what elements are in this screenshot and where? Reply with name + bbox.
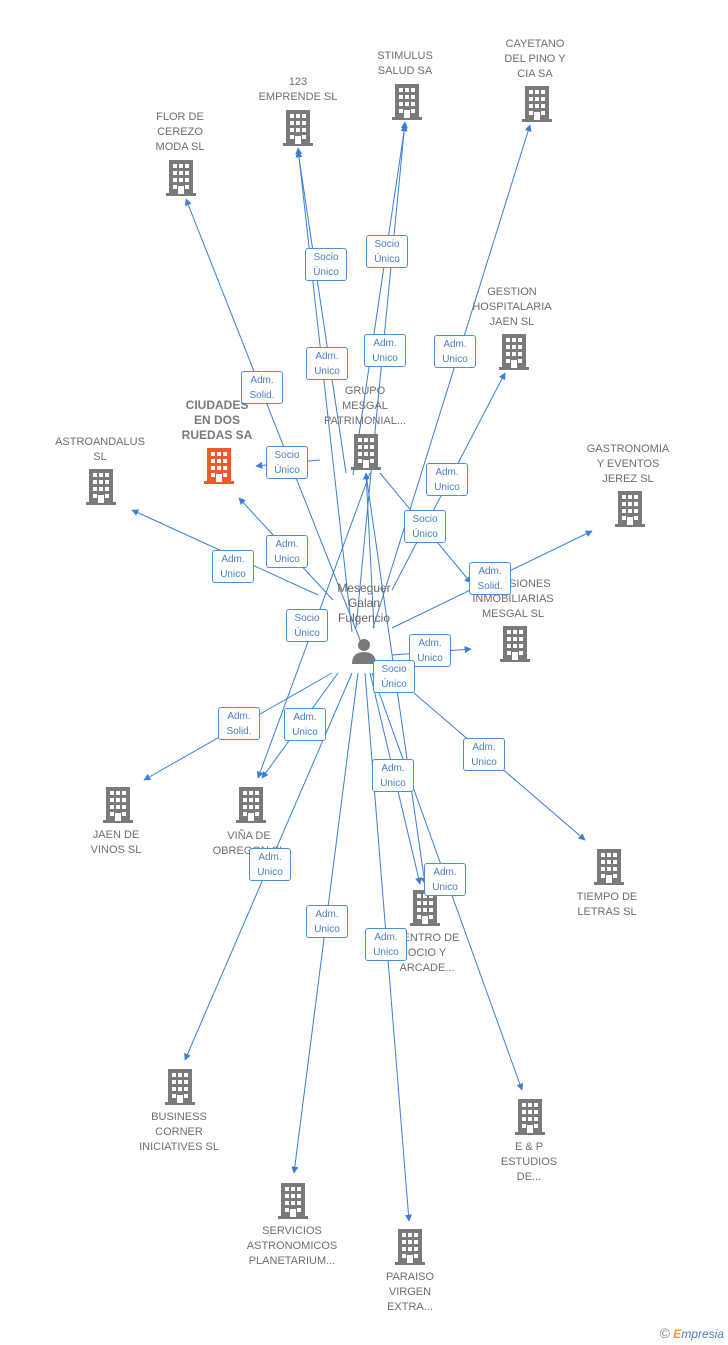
relationship-badge[interactable]: Adm. Unico: [434, 335, 476, 368]
company-label[interactable]: FLOR DE CEREZO MODA SL: [155, 111, 205, 153]
company-label[interactable]: SERVICIOS ASTRONOMICOS PLANETARIUM...: [246, 1225, 338, 1267]
relationship-badge[interactable]: Adm. Unico: [249, 848, 291, 881]
company-label[interactable]: CIUDADES EN DOS RUEDAS SA: [181, 398, 253, 442]
relationship-badge[interactable]: Adm. Unico: [372, 759, 414, 792]
edge-line: [372, 124, 532, 629]
node-icons: [86, 84, 645, 1265]
building-icon[interactable]: [351, 434, 381, 470]
relationship-badge[interactable]: Adm. Solid.: [218, 707, 260, 740]
company-node-emprende[interactable]: 123 EMPRENDE SL: [238, 75, 358, 105]
company-node-grupo[interactable]: GRUPO MESGAL PATRIMONIAL...: [305, 384, 425, 429]
relationship-badge[interactable]: Socio Único: [366, 235, 408, 268]
company-label[interactable]: E & P ESTUDIOS DE...: [500, 1141, 558, 1183]
company-label[interactable]: TIEMPO DE LETRAS SL: [576, 891, 638, 918]
building-icon[interactable]: [278, 1183, 308, 1219]
company-node-stimulus[interactable]: STIMULUS SALUD SA: [345, 49, 465, 79]
relationship-badge[interactable]: Adm. Unico: [409, 634, 451, 667]
company-label[interactable]: BUSINESS CORNER INICIATIVES SL: [139, 1111, 219, 1153]
company-label[interactable]: JAEN DE VINOS SL: [90, 829, 142, 856]
relationship-badge[interactable]: Socio Único: [404, 510, 446, 543]
relationship-badge[interactable]: Adm. Unico: [364, 334, 406, 367]
company-node-tiempo[interactable]: TIEMPO DE LETRAS SL: [547, 890, 667, 920]
company-label[interactable]: 123 EMPRENDE SL: [258, 76, 338, 103]
company-node-gastronomia[interactable]: GASTRONOMIA Y EVENTOS JEREZ SL: [568, 442, 688, 487]
relationship-badge[interactable]: Socio Único: [305, 248, 347, 281]
edge-line: [362, 472, 375, 629]
building-icon[interactable]: [165, 1069, 195, 1105]
brand-logo-initial: E: [673, 1327, 682, 1341]
relationship-badge[interactable]: Adm. Unico: [284, 708, 326, 741]
company-label[interactable]: GASTRONOMIA Y EVENTOS JEREZ SL: [586, 443, 670, 485]
relationship-badge[interactable]: Adm. Unico: [306, 905, 348, 938]
building-icon[interactable]: [499, 334, 529, 370]
relationship-badge[interactable]: Adm. Unico: [424, 863, 466, 896]
footer-brand[interactable]: © Empresia: [660, 1325, 724, 1341]
company-node-gestion[interactable]: GESTION HOSPITALARIA JAEN SL: [452, 285, 572, 330]
relationship-badge[interactable]: Adm. Unico: [365, 928, 407, 961]
building-icon[interactable]: [103, 787, 133, 823]
building-icon[interactable]: [204, 448, 234, 484]
company-label[interactable]: CAYETANO DEL PINO Y CIA SA: [504, 38, 566, 80]
company-node-astroandalus[interactable]: ASTROANDALUS SL: [40, 435, 160, 465]
relationship-badge[interactable]: Adm. Unico: [306, 347, 348, 380]
building-icon[interactable]: [615, 491, 645, 527]
relationship-badge[interactable]: Adm. Unico: [426, 463, 468, 496]
company-node-flor[interactable]: FLOR DE CEREZO MODA SL: [120, 110, 240, 155]
copyright-symbol: ©: [659, 1325, 670, 1341]
relationship-badge[interactable]: Adm. Solid.: [469, 562, 511, 595]
company-label[interactable]: STIMULUS SALUD SA: [377, 50, 433, 77]
company-node-servicios[interactable]: SERVICIOS ASTRONOMICOS PLANETARIUM...: [232, 1224, 352, 1269]
relationship-badge[interactable]: Socio Único: [373, 660, 415, 693]
relationship-badge[interactable]: Adm. Unico: [212, 550, 254, 583]
company-label[interactable]: GRUPO MESGAL PATRIMONIAL...: [323, 385, 407, 427]
building-icon[interactable]: [594, 849, 624, 885]
relationship-badge[interactable]: Socio Único: [266, 446, 308, 479]
edge-line: [295, 147, 353, 633]
company-node-business[interactable]: BUSINESS CORNER INICIATIVES SL: [119, 1110, 239, 1155]
building-icon[interactable]: [395, 1229, 425, 1265]
company-node-jaen[interactable]: JAEN DE VINOS SL: [56, 828, 176, 858]
relationship-badge[interactable]: Adm. Solid.: [241, 371, 283, 404]
building-icon[interactable]: [86, 469, 116, 505]
building-icon[interactable]: [236, 787, 266, 823]
building-icon[interactable]: [522, 86, 552, 122]
building-icon[interactable]: [500, 626, 530, 662]
company-node-paraiso[interactable]: PARAISO VIRGEN EXTRA...: [350, 1270, 470, 1315]
person-icon[interactable]: [352, 639, 376, 664]
building-icon[interactable]: [166, 160, 196, 196]
company-label[interactable]: PARAISO VIRGEN EXTRA...: [385, 1271, 435, 1313]
company-node-ciudades[interactable]: CIUDADES EN DOS RUEDAS SA: [157, 398, 277, 443]
relationship-badge[interactable]: Adm. Unico: [463, 738, 505, 771]
edge-line: [185, 198, 365, 651]
relationship-badge[interactable]: Socio Único: [286, 609, 328, 642]
building-icon[interactable]: [392, 84, 422, 120]
brand-name: mpresia: [681, 1327, 724, 1341]
building-icon[interactable]: [283, 110, 313, 146]
edge-line: [352, 124, 408, 476]
company-node-cayetano[interactable]: CAYETANO DEL PINO Y CIA SA: [475, 37, 595, 82]
edge-line: [355, 121, 408, 629]
relationship-badge[interactable]: Adm. Unico: [266, 535, 308, 568]
edge-line: [295, 150, 347, 474]
company-label[interactable]: ASTROANDALUS SL: [55, 436, 145, 463]
building-icon[interactable]: [515, 1099, 545, 1135]
person-label[interactable]: Meseguer Galan Fulgencio: [337, 581, 391, 625]
company-label[interactable]: GESTION HOSPITALARIA JAEN SL: [472, 286, 552, 328]
company-node-ep[interactable]: E & P ESTUDIOS DE...: [469, 1140, 589, 1185]
